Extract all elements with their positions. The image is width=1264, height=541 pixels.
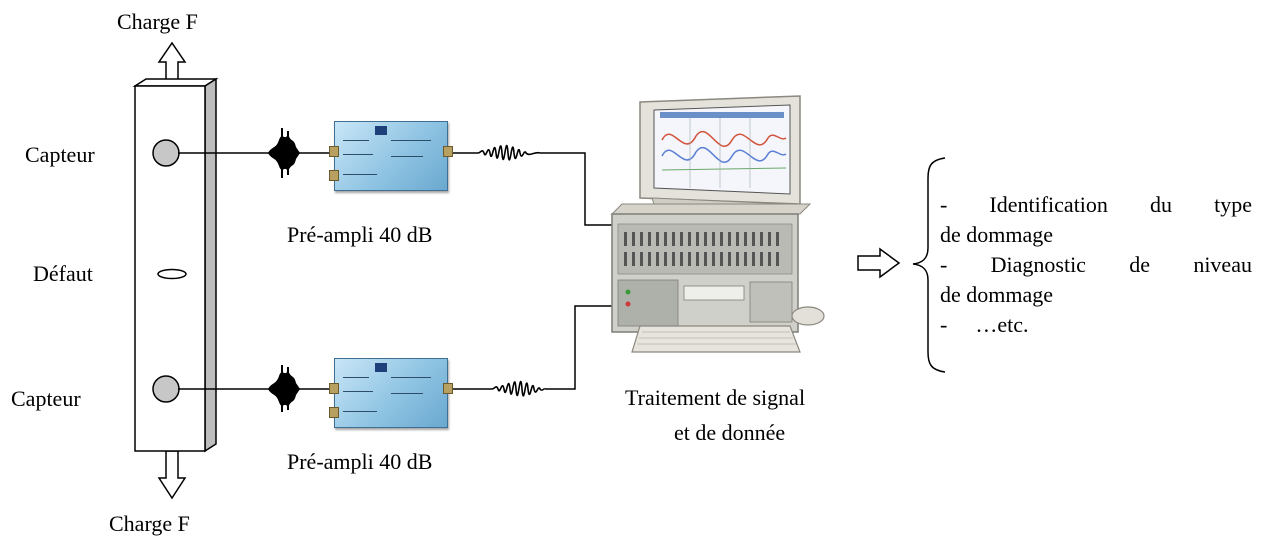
brace-icon — [912, 157, 946, 373]
raw-signal-bottom-icon — [268, 365, 300, 412]
preamplifier-top-icon — [329, 121, 453, 191]
charge-bottom-label: Charge F — [109, 511, 190, 536]
computer-icon — [610, 95, 825, 353]
outcome-item-2-dash: - — [940, 252, 948, 277]
sensor-top — [152, 139, 180, 167]
outcome-item-2-line1: - Diagnostic de niveau — [940, 250, 1252, 280]
outcome-item-3-text: …etc. — [975, 312, 1029, 337]
outcome-item-1-word: du — [1150, 192, 1172, 217]
arrow-down-icon — [157, 450, 187, 500]
wire-to-computer-top — [540, 152, 612, 226]
defect-marker — [157, 268, 187, 280]
sensor-bottom — [152, 375, 180, 403]
raw-signal-top-icon — [268, 128, 300, 178]
outcome-item-2-line2: de dommage — [940, 280, 1252, 310]
outcome-item-1-word: Identification — [989, 192, 1108, 217]
outcome-item-2-word: de — [1129, 252, 1151, 277]
outcome-item-1-word: type — [1214, 192, 1252, 217]
outcome-item-2-word: niveau — [1193, 252, 1252, 277]
sensor-bottom-label: Capteur — [11, 386, 81, 411]
defect-label: Défaut — [33, 261, 93, 286]
outcome-item-3-dash: - — [940, 312, 948, 337]
outcome-item-2-text: de dommage — [940, 282, 1054, 307]
outcome-item-1-line1: - Identification du type — [940, 190, 1252, 220]
outcome-item-2-word: Diagnostic — [990, 252, 1086, 277]
arrow-right-icon — [857, 247, 901, 279]
outcome-item-1-dash: - — [940, 192, 948, 217]
wire-to-computer-bottom — [545, 305, 612, 390]
waveform-bottom-icon — [485, 380, 546, 397]
waveform-top-icon — [470, 144, 541, 161]
charge-top-label: Charge F — [117, 9, 198, 34]
processing-label-line2: et de donnée — [674, 420, 786, 445]
outcome-item-3: - …etc. — [940, 310, 1252, 340]
sensor-top-label: Capteur — [25, 142, 95, 167]
outcome-item-1-text: de dommage — [940, 222, 1054, 247]
preamp-bottom-label: Pré-ampli 40 dB — [287, 449, 433, 474]
preamplifier-bottom-icon — [329, 358, 453, 428]
outcome-item-1-line2: de dommage — [940, 220, 1252, 250]
processing-label-line1: Traitement de signal — [625, 385, 806, 410]
outcome-list: - Identification du type de dommage - Di… — [940, 190, 1252, 340]
preamp-top-label: Pré-ampli 40 dB — [287, 222, 433, 247]
